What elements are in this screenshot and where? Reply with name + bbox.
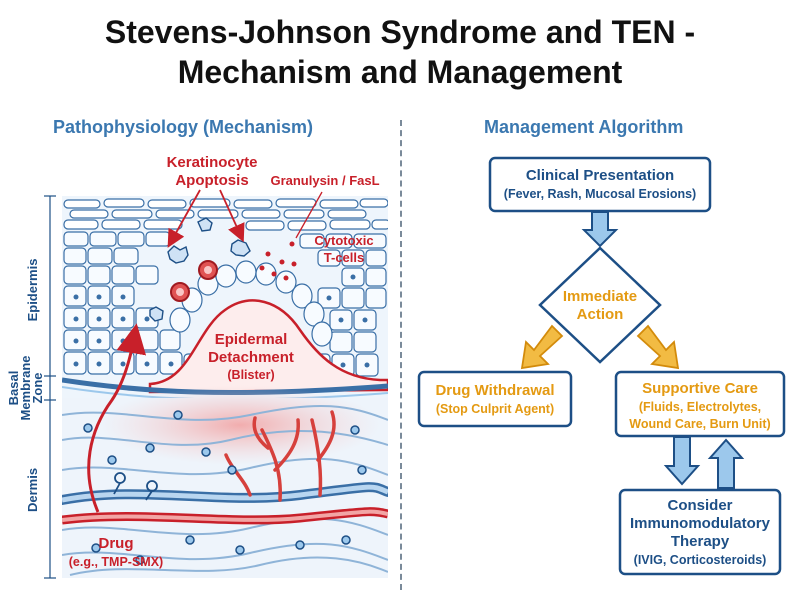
drug-withdrawal-title: Drug Withdrawal [435, 382, 554, 399]
detachment-label-2: Detachment [208, 349, 294, 366]
dermis-label: Dermis [25, 468, 40, 512]
supportive-care-sub-1: (Fluids, Electrolytes, [639, 400, 761, 414]
management-heading: Management Algorithm [484, 117, 684, 137]
arrow-up-to-supportive [707, 438, 745, 489]
immediate-action-label-2: Action [577, 306, 624, 323]
blister-label: (Blister) [227, 368, 274, 382]
title-line-1: Stevens-Johnson Syndrome and TEN - [104, 14, 696, 50]
epidermis-label: Epidermis [25, 259, 40, 322]
dermal-capillaries [224, 410, 336, 502]
immunomodulatory-box [618, 488, 782, 576]
drug-example-label: (e.g., TMP-SMX) [69, 555, 163, 569]
immunomodulatory-sub: (IVIG, Corticosteroids) [634, 553, 767, 567]
collagen-fibers [62, 404, 388, 576]
apoptotic-keratinocytes [149, 217, 251, 322]
apoptosis-arrow-2 [219, 189, 245, 243]
title-line-2: Mechanism and Management [177, 54, 623, 90]
tcells-label-2: T-cells [324, 250, 364, 265]
supportive-care-box [614, 370, 786, 438]
immunomodulatory-title-1: Consider [667, 497, 732, 514]
granulysin-leader [295, 191, 323, 239]
immunomodulatory-title-2: Immunomodulatory [630, 515, 771, 532]
clinical-presentation-sub: (Fever, Rash, Mucosal Erosions) [504, 187, 696, 201]
immediate-action-diamond [538, 246, 662, 364]
tcells-label-1: Cytotoxic [314, 233, 373, 248]
supportive-care-sub-2: Wound Care, Burn Unit) [629, 417, 770, 431]
detachment-label-1: Epidermal [215, 331, 288, 348]
clinical-presentation-title: Clinical Presentation [526, 167, 674, 184]
blister-space [148, 299, 388, 394]
page-title: Stevens-Johnson Syndrome and TEN - Mecha… [0, 12, 800, 92]
drug-pathway-arrow [87, 323, 147, 513]
drug-molecules [113, 472, 158, 501]
arrow-to-drug-withdrawal [520, 324, 564, 370]
drug-label: Drug [99, 535, 134, 552]
pathophysiology-heading: Pathophysiology (Mechanism) [53, 117, 314, 137]
keratinocyte-label-1: Keratinocyte [167, 154, 258, 171]
basal-label-3: Zone [30, 372, 45, 403]
granulysin-particles [259, 241, 297, 281]
clinical-presentation-box [488, 156, 712, 213]
immunomodulatory-title-3: Therapy [671, 533, 730, 550]
granulysin-label: Granulysin / FasL [270, 173, 379, 188]
basal-label-2: Membrane [18, 355, 33, 420]
arrow-to-supportive-care [636, 324, 680, 370]
stratum-corneum [63, 198, 388, 231]
drug-withdrawal-sub: (Stop Culprit Agent) [436, 402, 554, 416]
apoptosis-arrow-1 [167, 189, 201, 248]
basal-label-1: Basal [6, 371, 21, 406]
arrow-down-to-immunomodulatory [663, 436, 701, 486]
drug-withdrawal-box [417, 370, 573, 428]
supportive-care-title: Supportive Care [642, 380, 758, 397]
keratinocyte-label-2: Apoptosis [175, 172, 248, 189]
arrow-to-immediate-action [581, 211, 619, 248]
t-cells [170, 260, 218, 302]
immediate-action-label-1: Immediate [563, 288, 637, 305]
section-divider [400, 120, 402, 590]
